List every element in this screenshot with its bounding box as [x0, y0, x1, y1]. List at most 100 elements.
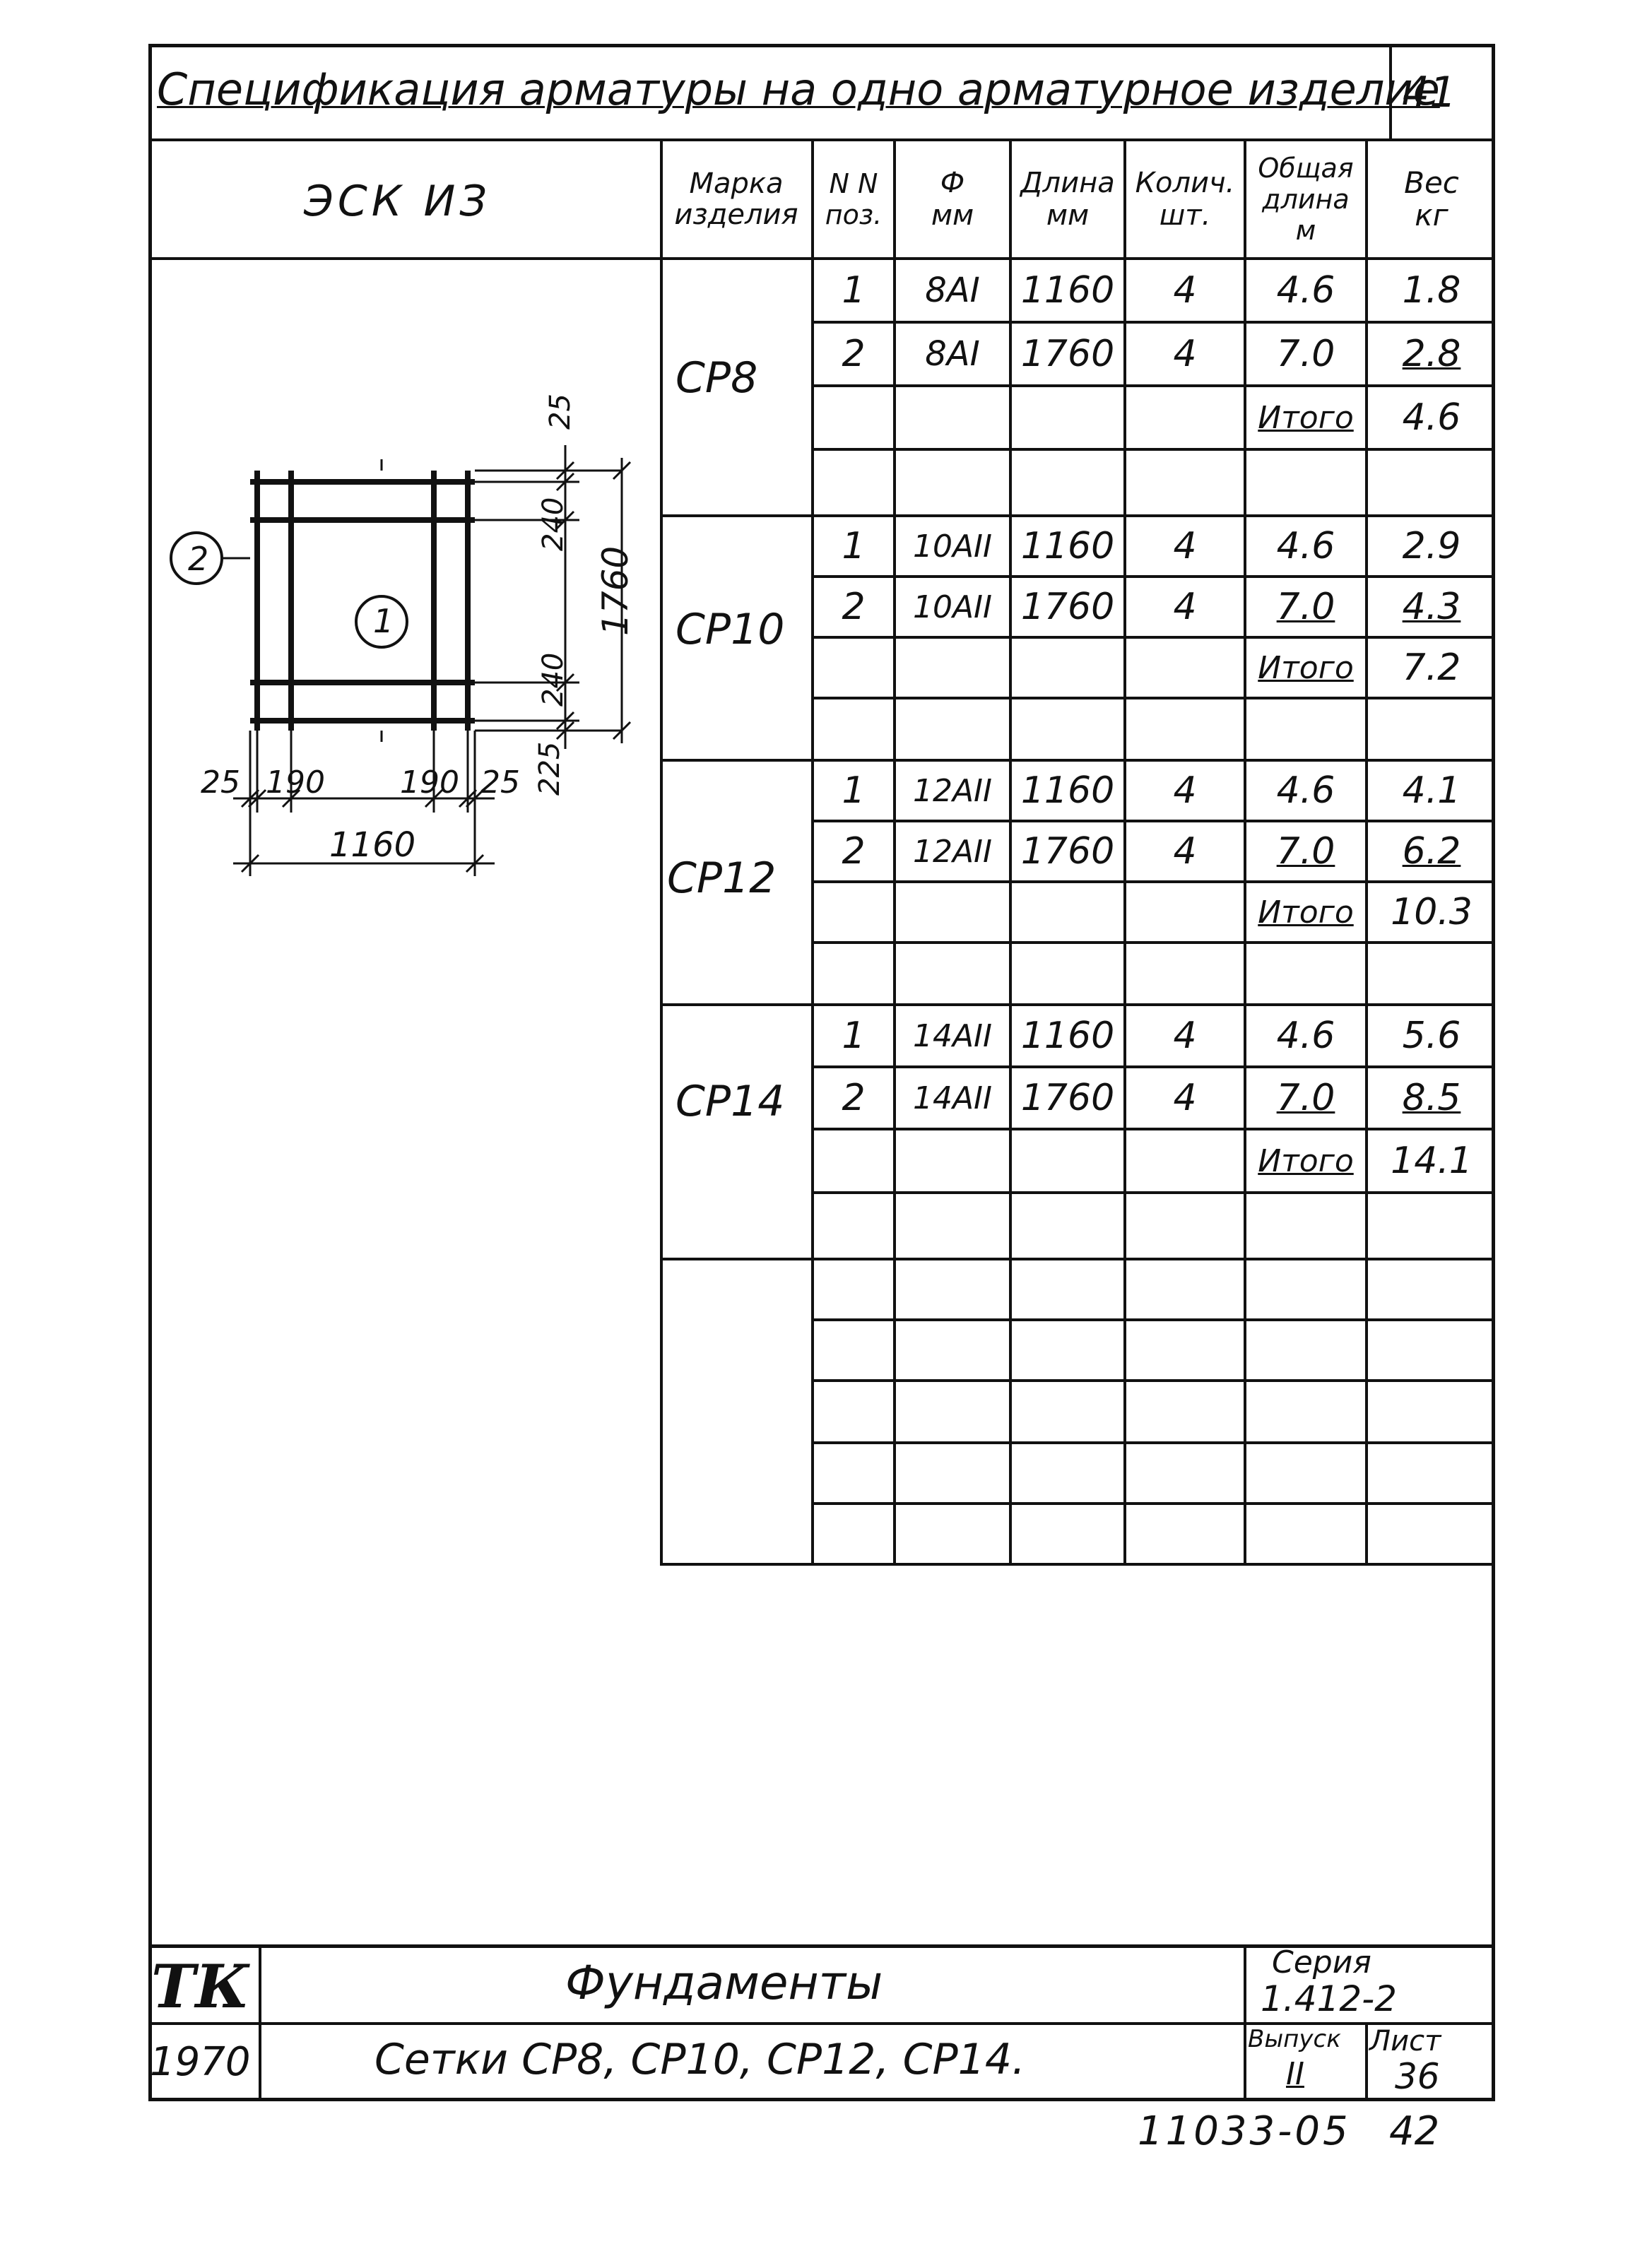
cell-dia: 8AI: [925, 334, 980, 374]
cell-dia: 14AII: [912, 1080, 993, 1116]
group-line: [660, 1258, 1495, 1260]
cell-pos: 1: [842, 1015, 866, 1057]
col-header-length: Длина мм: [1020, 167, 1115, 232]
header-divider: [148, 138, 1495, 141]
group-mark: СР14: [675, 1077, 785, 1126]
issue-label: Выпуск: [1248, 2025, 1341, 2053]
cell-len: 1160: [1020, 269, 1115, 312]
cell-qty: 4: [1173, 1077, 1197, 1119]
callout-2: 2: [188, 540, 209, 578]
cell-len: 1160: [1020, 769, 1115, 812]
cell-total: 7.0: [1276, 830, 1335, 873]
cell-pos: 2: [842, 333, 866, 375]
cell-total: 4.6: [1276, 525, 1335, 567]
footer-page: 42: [1389, 2108, 1440, 2154]
row-line: [811, 941, 1495, 944]
document-name: Фундаменты: [565, 1956, 883, 2010]
cell-dia: 12AII: [912, 772, 993, 809]
group-line: [660, 1003, 1495, 1006]
year: 1970: [150, 2039, 251, 2085]
title-block-mid: [148, 2022, 1495, 2025]
table-bottom: [660, 1563, 1495, 1566]
cell-len: 1760: [1020, 586, 1115, 628]
cell-pos: 2: [842, 830, 866, 873]
cell-dia: 14AII: [912, 1017, 993, 1054]
row-line: [811, 820, 1495, 822]
dim-190-right: 190: [400, 764, 459, 801]
cell-total-label: Итого: [1258, 894, 1354, 931]
row-line: [811, 575, 1495, 578]
cell-pos: 1: [842, 269, 866, 312]
cell-total-label: Итого: [1258, 649, 1354, 686]
dim-240-top: 240: [537, 497, 570, 551]
dim-240-bottom: 240: [537, 652, 570, 707]
cell-weight: 6.2: [1402, 830, 1461, 873]
cell-weight: 4.1: [1402, 769, 1461, 812]
callout-1: 1: [373, 602, 394, 640]
cell-dia: 12AII: [912, 833, 993, 870]
col-line-2: [893, 138, 896, 1566]
footer-code: 11033-05: [1138, 2108, 1351, 2154]
dim-190-left: 190: [266, 764, 325, 801]
dim-width-1160: 1160: [329, 825, 416, 865]
title-block-logo-divider: [259, 1944, 261, 2101]
cell-total-weight: 7.2: [1402, 646, 1461, 689]
dim-height-1760: 1760: [595, 545, 636, 636]
row-line: [811, 448, 1495, 451]
cell-len: 1760: [1020, 830, 1115, 873]
cell-pos: 2: [842, 1077, 866, 1119]
series-label: Серия: [1272, 1944, 1371, 1980]
row-line: [811, 880, 1495, 883]
title-block-sheet-divider: [1365, 2022, 1368, 2101]
cell-total-label: Итого: [1258, 399, 1354, 436]
cell-dia: 8AI: [925, 271, 980, 310]
cell-total-label: Итого: [1258, 1142, 1354, 1179]
group-line: [660, 514, 1495, 517]
col-line-4: [1123, 138, 1126, 1566]
cell-weight: 2.9: [1402, 525, 1461, 567]
group-mark: СР8: [675, 353, 758, 403]
cell-qty: 4: [1173, 269, 1197, 312]
col-line-1: [811, 138, 814, 1566]
cell-len: 1760: [1020, 333, 1115, 375]
cell-pos: 2: [842, 586, 866, 628]
cell-dia: 10AII: [912, 589, 993, 625]
issue-value: II: [1286, 2056, 1304, 2092]
cell-total: 4.6: [1276, 1015, 1335, 1057]
cell-len: 1760: [1020, 1077, 1115, 1119]
page-title: Спецификация арматуры на одно арматурное…: [157, 64, 1440, 115]
cell-weight: 2.8: [1402, 333, 1461, 375]
cell-total-weight: 14.1: [1391, 1140, 1473, 1182]
col-header-mark: Марка изделия: [674, 167, 798, 231]
group-mark: СР12: [667, 854, 777, 903]
cell-total: 7.0: [1276, 333, 1335, 375]
col-line-3: [1009, 138, 1012, 1566]
document-subtitle: Сетки СР8, СР10, СР12, СР14.: [374, 2035, 1026, 2084]
col-header-pos: N N поз.: [825, 168, 883, 230]
row-line: [811, 636, 1495, 639]
cell-total-weight: 10.3: [1391, 891, 1473, 933]
cell-qty: 4: [1173, 769, 1197, 812]
col-header-total-length: Общая длина м: [1258, 153, 1354, 246]
dim-225: 225: [533, 741, 566, 796]
col-line-0: [660, 138, 663, 1566]
title-block-right-divider: [1244, 1944, 1246, 2101]
col-line-5: [1244, 138, 1246, 1566]
cell-pos: 1: [842, 525, 866, 567]
drawing-frame: [148, 44, 1495, 2101]
header-page-divider: [1389, 44, 1392, 141]
sheet-label: Лист: [1369, 2025, 1441, 2057]
cell-len: 1160: [1020, 525, 1115, 567]
row-line: [811, 1502, 1495, 1505]
group-line: [660, 759, 1495, 762]
col-header-dia: Ф мм: [931, 167, 974, 232]
cell-weight: 4.3: [1402, 586, 1461, 628]
cell-qty: 4: [1173, 830, 1197, 873]
group-mark: СР10: [675, 605, 785, 654]
table-header-bottom: [148, 257, 1495, 260]
sheet-value: 36: [1395, 2056, 1440, 2097]
cell-total: 4.6: [1276, 269, 1335, 312]
col-header-qty: Колич. шт.: [1135, 167, 1235, 232]
row-line: [811, 1128, 1495, 1130]
